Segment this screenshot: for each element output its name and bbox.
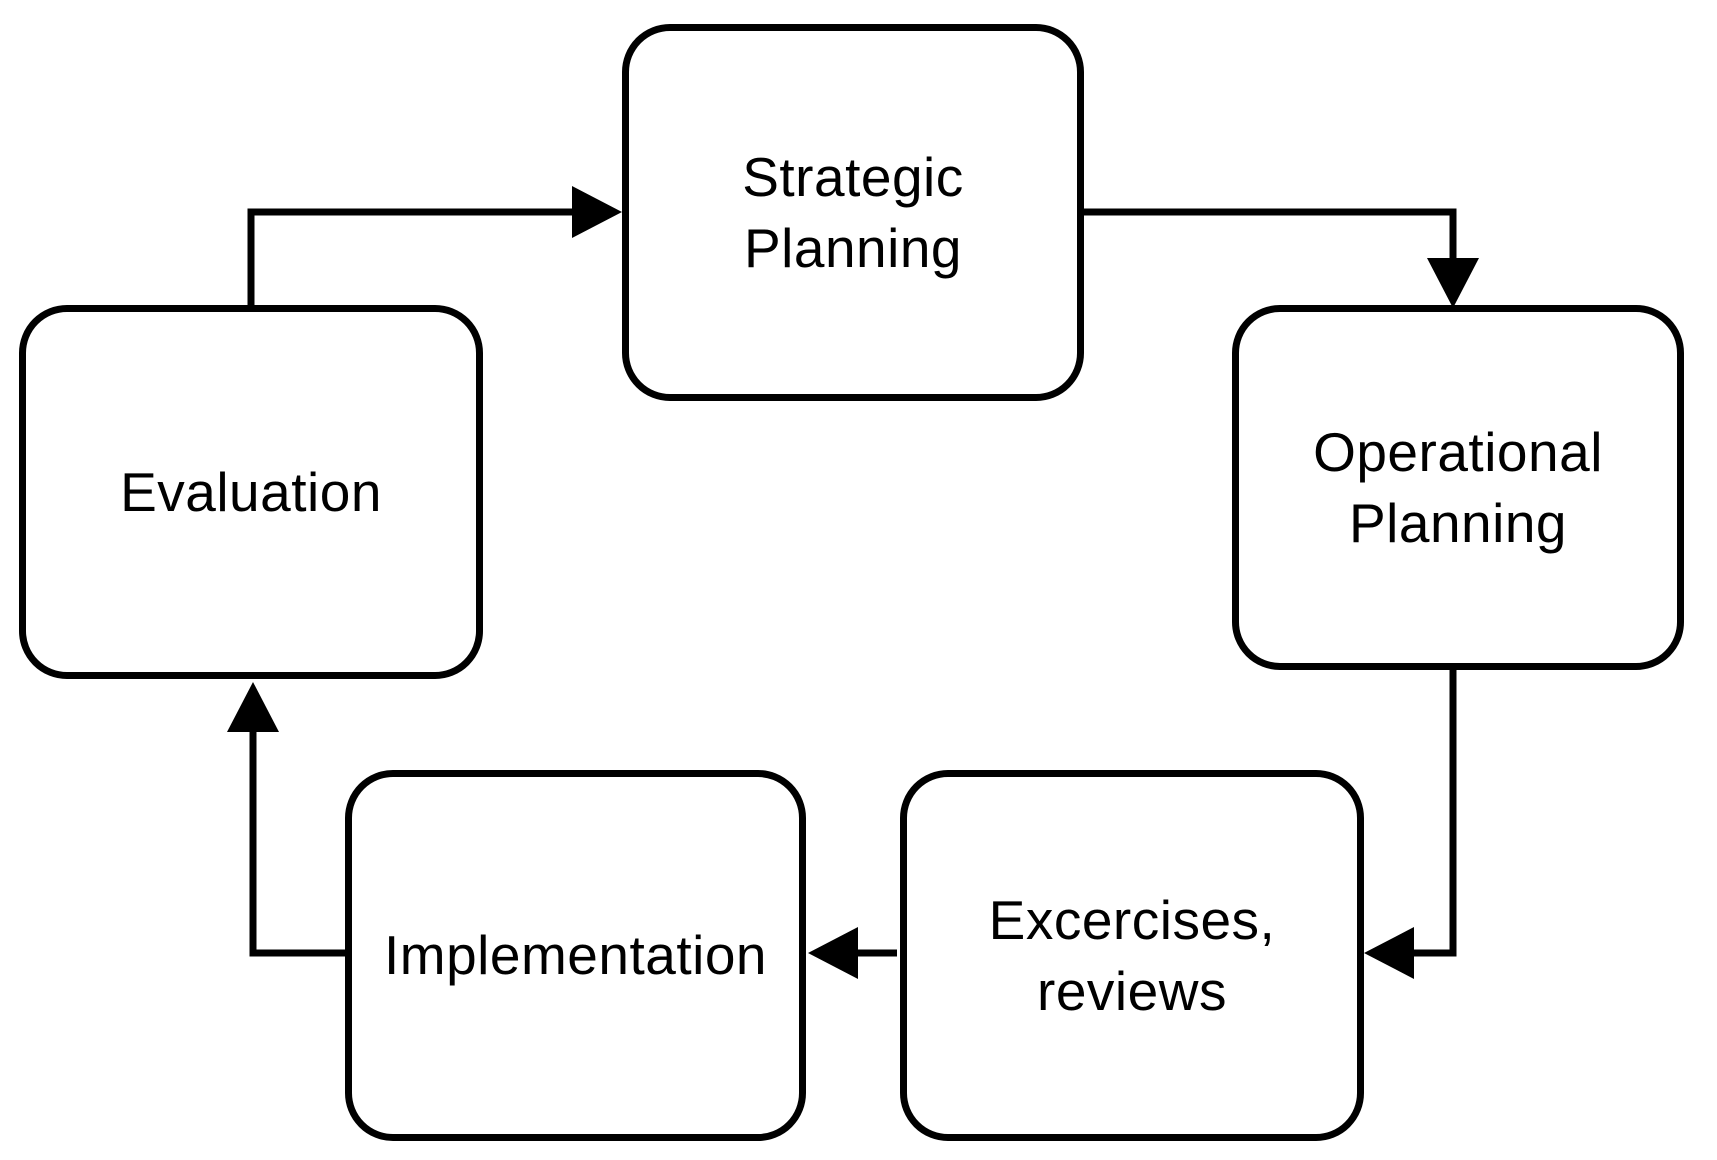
edge-operational-planning-to-excercises-reviews [1364, 667, 1457, 979]
arrowhead-left-icon [1364, 927, 1414, 979]
arrowhead-up-icon [227, 682, 279, 732]
arrowhead-right-icon [572, 186, 622, 238]
arrowhead-left-icon [808, 927, 858, 979]
node-label: Strategic Planning [742, 146, 964, 279]
node-strategic-planning: Strategic Planning [622, 24, 1084, 401]
node-evaluation: Evaluation [19, 305, 483, 679]
edge-strategic-planning-to-operational-planning [1081, 208, 1479, 308]
node-label: Operational Planning [1313, 421, 1603, 554]
arrowhead-down-icon [1427, 258, 1479, 308]
node-excercises-reviews: Excercises, reviews [900, 770, 1364, 1141]
node-label: Implementation [383, 924, 768, 987]
node-label: Excercises, reviews [988, 889, 1276, 1022]
node-label: Evaluation [120, 460, 382, 523]
edge-evaluation-to-strategic-planning [247, 186, 622, 308]
edge-excercises-reviews-to-implementation [808, 927, 897, 979]
node-implementation: Implementation [345, 770, 806, 1141]
edge-implementation-to-evaluation [227, 682, 348, 957]
node-operational-planning: Operational Planning [1232, 305, 1684, 670]
